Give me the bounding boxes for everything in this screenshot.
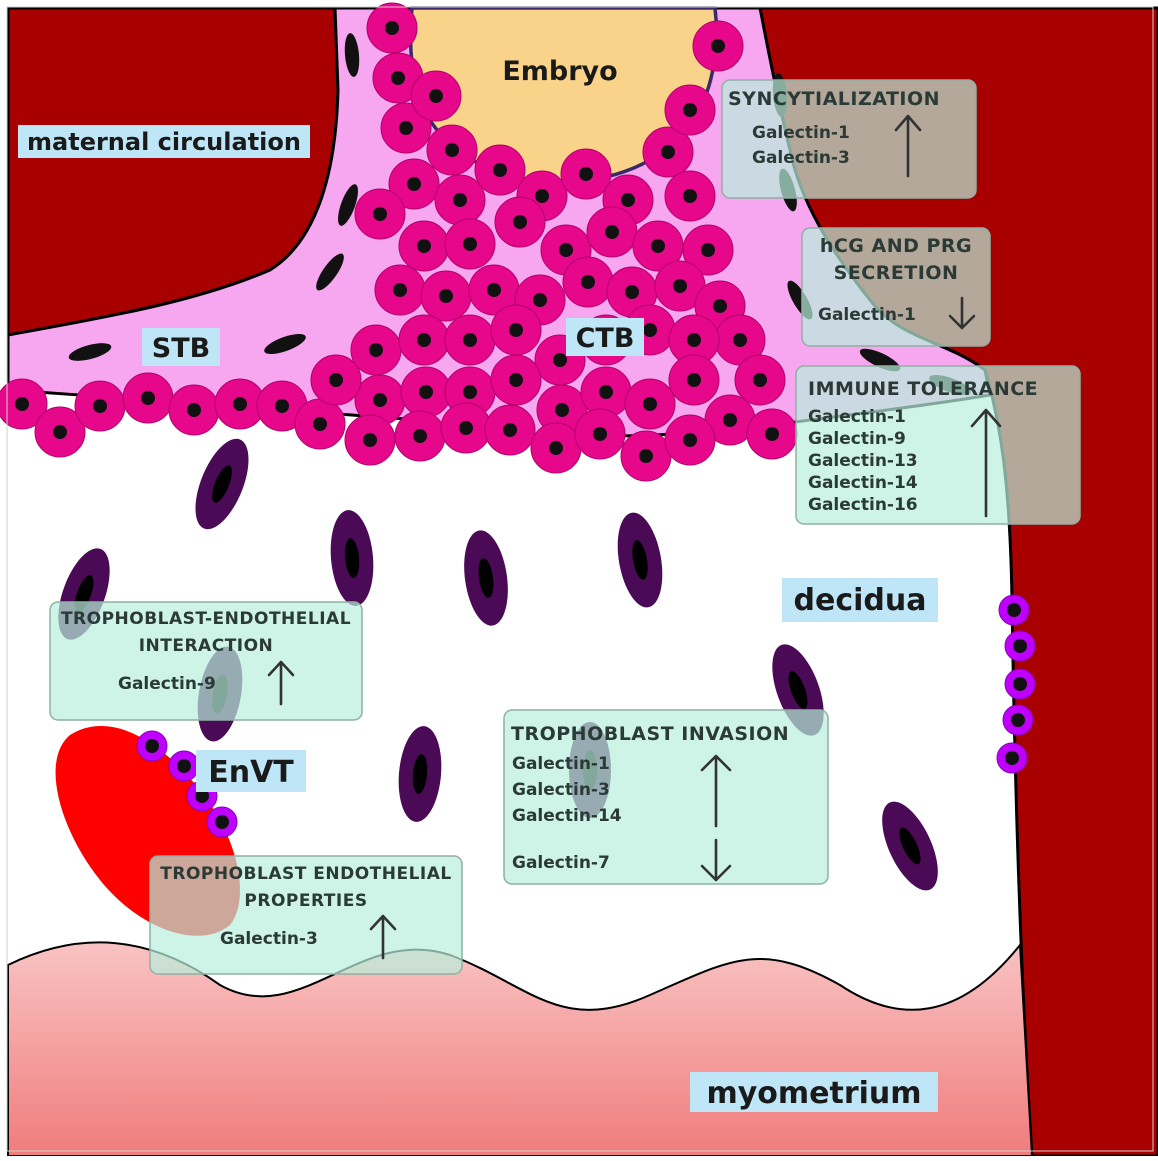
svg-text:maternal circulation: maternal circulation [27,128,301,156]
ctb-cell [491,305,541,355]
ctb-cell [345,415,395,465]
ctb-cell [669,355,719,405]
label-ctb: CTB [566,318,644,356]
svg-text:Galectin-9: Galectin-9 [118,674,216,694]
svg-text:INTERACTION: INTERACTION [139,636,274,656]
ctb-cell [491,355,541,405]
svg-text:hCG AND PRG: hCG AND PRG [820,235,972,257]
box-hormone-secretion: hCG AND PRG SECRETION Galectin-1 [802,228,990,346]
label-stb: STB [142,328,220,366]
svg-text:Galectin-9: Galectin-9 [808,429,906,449]
label-myometrium: myometrium [690,1072,938,1112]
envt-cell [169,751,199,781]
ctb-cell [351,325,401,375]
svg-text:SYNCYTIALIZATION: SYNCYTIALIZATION [728,88,940,110]
envt-cell [207,807,237,837]
ctb-cell [427,125,477,175]
svg-text:STB: STB [152,333,210,364]
svg-text:Galectin-14: Galectin-14 [808,473,918,493]
ctb-cell [531,423,581,473]
svg-text:TROPHOBLAST INVASION: TROPHOBLAST INVASION [511,723,789,745]
envt-cell [1005,631,1035,661]
svg-text:CTB: CTB [576,323,635,354]
ctb-cell [435,175,485,225]
ctb-cell [375,265,425,315]
ctb-cell [367,3,417,53]
box-trophoblast-endothelial-properties: TROPHOBLAST ENDOTHELIAL PROPERTIES Galec… [150,856,462,974]
svg-text:Galectin-1: Galectin-1 [818,305,916,325]
ctb-cell [485,405,535,455]
ctb-cell [693,21,743,71]
svg-text:decidua: decidua [794,583,927,618]
ctb-cell [75,381,125,431]
svg-text:Galectin-3: Galectin-3 [752,148,850,168]
ctb-cell [311,355,361,405]
svg-text:TROPHOBLAST ENDOTHELIAL: TROPHOBLAST ENDOTHELIAL [160,864,451,884]
svg-text:Galectin-1: Galectin-1 [808,407,906,427]
svg-text:Galectin-3: Galectin-3 [512,780,610,800]
box-trophoblast-endothelial-interaction: TROPHOBLAST-ENDOTHELIAL INTERACTION Gale… [50,602,362,720]
ctb-cell [495,197,545,247]
box-immune-tolerance: IMMUNE TOLERANCE Galectin-1 Galectin-9 G… [796,366,1080,524]
svg-text:TROPHOBLAST-ENDOTHELIAL: TROPHOBLAST-ENDOTHELIAL [61,609,351,629]
svg-text:EnVT: EnVT [208,755,294,790]
ctb-cell [355,189,405,239]
ctb-cell [169,385,219,435]
svg-text:Galectin-14: Galectin-14 [512,806,622,826]
envt-cell [997,743,1027,773]
svg-text:Galectin-13: Galectin-13 [808,451,918,471]
label-maternal-circulation: maternal circulation [18,125,310,158]
box-syncytialization: SYNCYTIALIZATION Galectin-1 Galectin-3 [722,80,976,198]
svg-text:myometrium: myometrium [706,1076,921,1111]
ctb-cell [575,409,625,459]
ctb-cell [399,315,449,365]
ctb-cell [747,409,797,459]
ctb-cell [561,149,611,199]
ctb-cell [411,71,461,121]
svg-text:Galectin-7: Galectin-7 [512,853,610,873]
ctb-cell [587,207,637,257]
svg-text:SECRETION: SECRETION [834,262,959,284]
ctb-cell [475,145,525,195]
envt-cell [999,595,1029,625]
ctb-cell [445,219,495,269]
ctb-cell [665,415,715,465]
ctb-cell [563,257,613,307]
ctb-cell [621,431,671,481]
label-decidua: decidua [782,578,938,622]
ctb-cell [445,315,495,365]
ctb-cell [395,411,445,461]
ctb-cell [665,171,715,221]
ctb-cell [441,403,491,453]
ctb-cell [421,271,471,321]
envt-cell [137,731,167,761]
ctb-cell [401,367,451,417]
svg-text:PROPERTIES: PROPERTIES [244,891,367,911]
label-embryo: Embryo [502,56,617,87]
svg-text:IMMUNE TOLERANCE: IMMUNE TOLERANCE [808,378,1038,400]
ctb-cell [625,379,675,429]
svg-text:Galectin-16: Galectin-16 [808,495,918,515]
svg-text:Galectin-1: Galectin-1 [512,754,610,774]
envt-cell [1003,705,1033,735]
svg-text:Galectin-1: Galectin-1 [752,123,850,143]
ctb-cell [295,399,345,449]
svg-text:Galectin-3: Galectin-3 [220,929,318,949]
ctb-cell [735,355,785,405]
ctb-cell [123,373,173,423]
ctb-cell [665,85,715,135]
box-trophoblast-invasion: TROPHOBLAST INVASION Galectin-1 Galectin… [504,710,828,884]
envt-cell [1005,669,1035,699]
label-envt: EnVT [196,750,306,792]
ctb-cell [399,221,449,271]
